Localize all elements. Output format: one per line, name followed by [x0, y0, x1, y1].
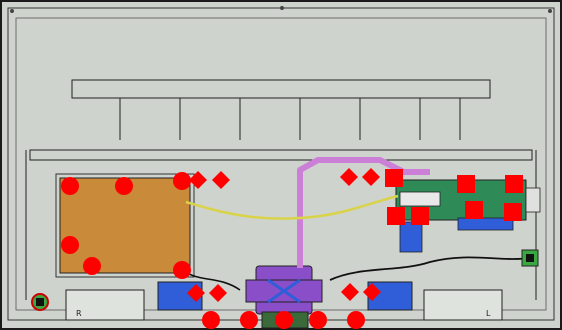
- marker-circle: [309, 311, 327, 329]
- marker-circle: [83, 257, 101, 275]
- marker-diamond: [363, 283, 381, 301]
- marker-circle: [173, 172, 191, 190]
- marker-diamond: [187, 284, 205, 302]
- pink-cable-run: [297, 157, 430, 268]
- foot-label-left: R: [76, 309, 82, 318]
- marker-diamond: [341, 283, 359, 301]
- marker-circle: [347, 311, 365, 329]
- marker-square: [457, 175, 475, 193]
- marker-square: [465, 201, 483, 219]
- marker-square: [505, 175, 523, 193]
- marker-diamond: [189, 171, 207, 189]
- marker-circle: [275, 311, 293, 329]
- marker-square: [387, 207, 405, 225]
- marker-diamond: [209, 284, 227, 302]
- marker-square: [504, 203, 522, 221]
- stand-foot-left: R: [65, 289, 145, 321]
- marker-circle: [202, 311, 220, 329]
- marker-square: [385, 169, 403, 187]
- upper-stiffener-frame: [25, 79, 537, 300]
- marker-diamond: [212, 171, 230, 189]
- center-purple-module: [245, 265, 323, 329]
- foot-label-right: L: [486, 309, 491, 318]
- top-screws: [10, 6, 552, 13]
- stand-foot-right: L: [423, 289, 503, 321]
- marker-circle: [61, 236, 79, 254]
- marker-circle: [115, 177, 133, 195]
- yellow-cable-run: [185, 194, 399, 220]
- marker-diamond: [340, 168, 358, 186]
- ground-marker-left: [31, 293, 49, 311]
- marker-circle: [61, 177, 79, 195]
- marker-diamond: [362, 168, 380, 186]
- ground-marker-right: [521, 249, 539, 267]
- red-marker-layer: [61, 168, 523, 329]
- marker-circle: [240, 311, 258, 329]
- marker-square: [411, 207, 429, 225]
- black-cable-right: [329, 256, 531, 281]
- marker-circle: [173, 261, 191, 279]
